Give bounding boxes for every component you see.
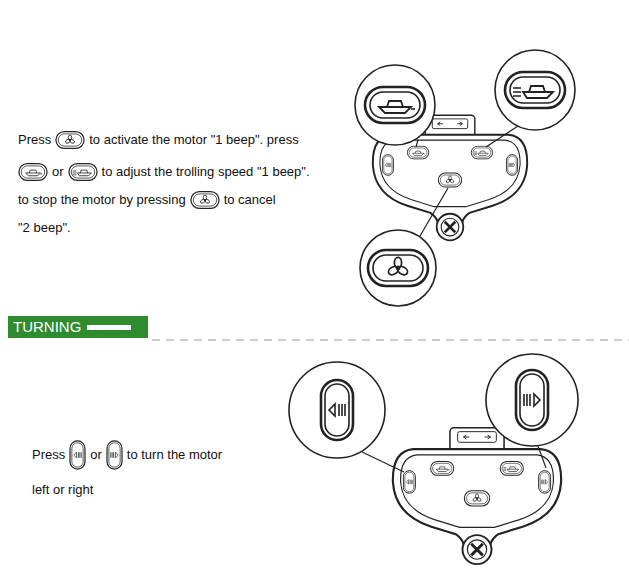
- button-icon: [69, 440, 86, 470]
- drawing-part: [368, 250, 428, 286]
- drawing-part: [486, 354, 578, 446]
- dashed-separator: [152, 339, 629, 340]
- drawing-part: [495, 50, 575, 130]
- instruction-text: to turn the motor: [127, 447, 222, 463]
- drawing-part: [289, 362, 385, 458]
- drawing-part: [355, 65, 435, 145]
- drawing-part: [486, 126, 518, 147]
- button-icon: [190, 190, 220, 210]
- instruction-text: Press: [32, 447, 65, 463]
- button-icon: [106, 440, 123, 470]
- remote-control: [393, 428, 561, 564]
- drawing-part: [516, 370, 548, 430]
- leader-line: [362, 446, 546, 472]
- drawing-part: [321, 380, 353, 440]
- button-icon: [19, 164, 47, 181]
- button-icon: [70, 441, 85, 469]
- drawing-part: [360, 230, 436, 306]
- instruction-line: "2 beep".: [18, 215, 71, 241]
- section-heading: TURNING: [13, 318, 81, 336]
- leader-line: [416, 126, 518, 236]
- instruction-line: to stop the motor by pressing to cancel: [18, 187, 276, 213]
- button-icon: [55, 130, 85, 150]
- instruction-text: or: [90, 447, 102, 463]
- instruction-line: Press or to turn the motor: [32, 442, 222, 468]
- instruction-text: left or right: [32, 482, 93, 498]
- magnifier-circle: [289, 354, 578, 458]
- instruction-text: "2 beep".: [18, 220, 71, 236]
- button-icon: [191, 192, 219, 209]
- button-icon: [56, 132, 84, 149]
- instruction-text: to cancel: [224, 192, 276, 208]
- magnifier-circle: [355, 50, 575, 306]
- instruction-line: left or right: [32, 477, 93, 503]
- instruction-text: or: [52, 164, 64, 180]
- instruction-text: to activate the motor "1 beep". press: [89, 132, 298, 148]
- instruction-text: to stop the motor by pressing: [18, 192, 186, 208]
- button-icon: [107, 441, 122, 469]
- instruction-text: Press: [18, 132, 51, 148]
- button-icon: [18, 162, 48, 182]
- section-band: TURNING: [8, 316, 148, 338]
- drawing-part: [416, 140, 418, 147]
- drawing-part: [362, 452, 404, 472]
- drawing-part: [420, 188, 448, 236]
- button-icon: [68, 162, 98, 182]
- drawing-part: [538, 446, 546, 468]
- band-bar: [87, 325, 131, 330]
- drawing-part: [505, 72, 565, 108]
- instruction-line: or to adjust the trolling speed "1 beep".: [18, 159, 310, 185]
- instruction-text: to adjust the trolling speed "1 beep".: [102, 164, 310, 180]
- instruction-line: Press to activate the motor "1 beep". pre…: [18, 127, 299, 153]
- button-icon: [69, 164, 97, 181]
- drawing-part: [365, 87, 425, 123]
